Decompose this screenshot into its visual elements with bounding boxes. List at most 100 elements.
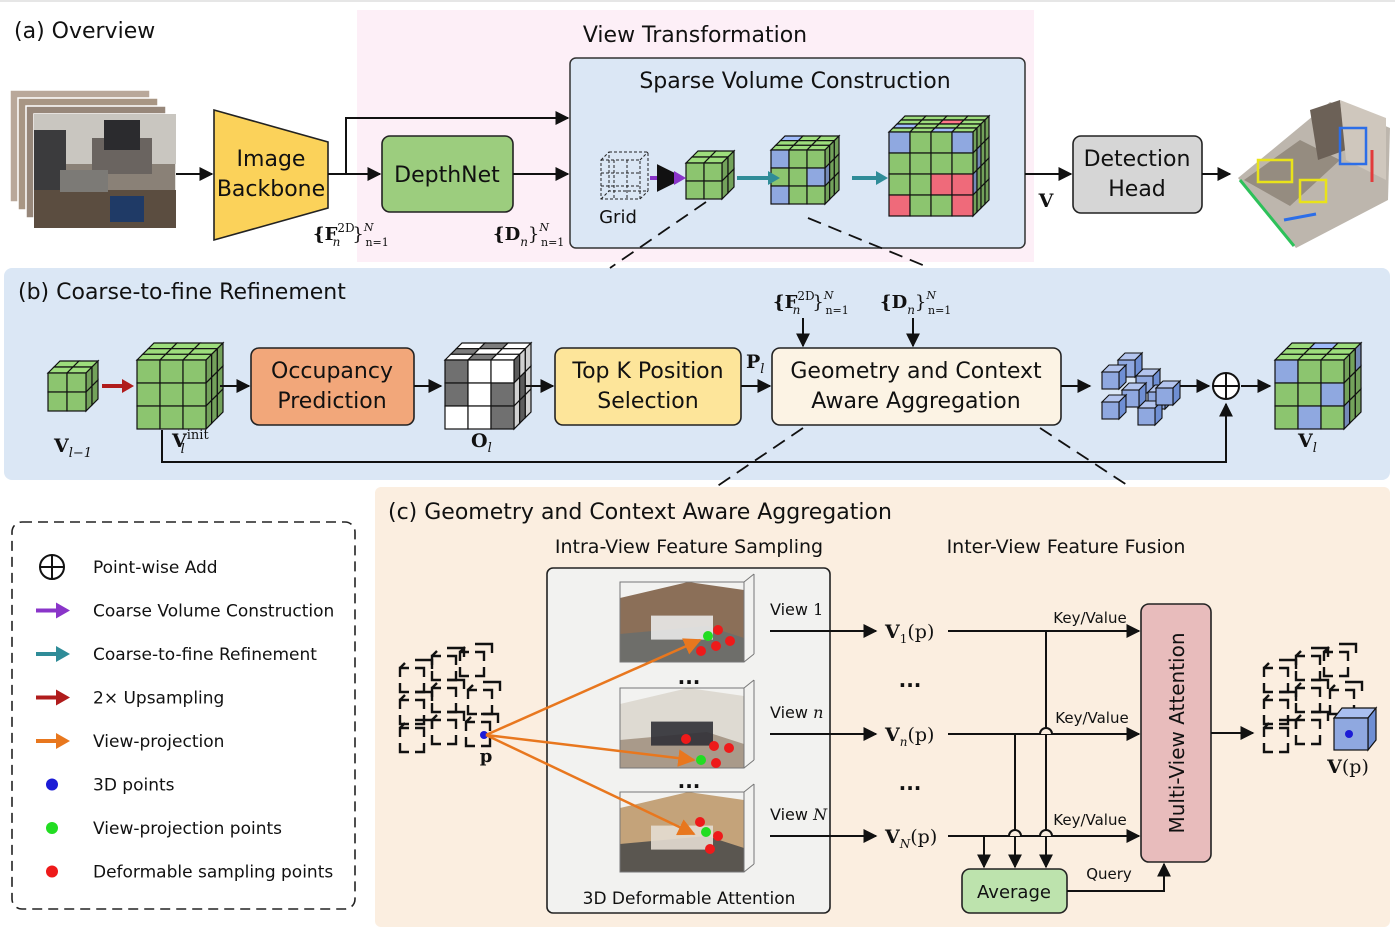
deformable-attention-label: 3D Deformable Attention (583, 889, 796, 909)
v-prev-label: Vl−1 (53, 435, 92, 461)
arrow-icon (36, 733, 70, 749)
point-wireframe-right (1262, 642, 1364, 754)
legend-item: View-projection points (46, 819, 282, 839)
voxel-cubes (46, 114, 1363, 431)
sparse-voxel (1154, 379, 1182, 407)
o-l-label: Ol (471, 430, 492, 456)
legend-item: 2× Upsampling (36, 689, 224, 709)
volume-v-label: V (1038, 190, 1055, 212)
refinement-arrows (161, 318, 1272, 463)
legend-label: 2× Upsampling (93, 689, 224, 709)
input-images (9, 89, 177, 229)
view-label: View N (770, 805, 828, 824)
dot-icon (46, 778, 58, 791)
legend-label: Point-wise Add (93, 558, 218, 578)
intra-view-title: Intra-View Feature Sampling (555, 536, 823, 558)
gca-label-1: Geometry and Context (790, 359, 1042, 384)
inter-view-title: Inter-View Feature Fusion (947, 536, 1186, 558)
deformable-point (711, 758, 721, 768)
legend-item: 3D points (46, 776, 175, 796)
multi-view-attention-label: Multi-View Attention (1165, 632, 1189, 833)
topk-label-1: Top K Position (571, 359, 723, 384)
legend-label: View-projection points (93, 819, 282, 839)
view-feature-label: VN(p) (884, 826, 937, 851)
view-transformation-title: View Transformation (583, 23, 807, 48)
legend-label: Coarse Volume Construction (93, 602, 334, 622)
legend-item: Coarse Volume Construction (36, 602, 334, 622)
deformable-point (725, 636, 735, 646)
ellipsis-3: ... (899, 668, 922, 692)
legend-item: Coarse-to-fine Refinement (36, 645, 317, 665)
key-value-label-3: Key/Value (1053, 811, 1126, 829)
wire-voxel (458, 642, 494, 678)
voxel-cube-coarse (684, 149, 736, 201)
pointwise-add-icon (1212, 372, 1240, 400)
overview-arrows (176, 111, 1232, 181)
legend-box (11, 521, 356, 910)
deformable-point (681, 734, 691, 744)
oplus-icon (39, 554, 65, 580)
sparse-voxels (1100, 351, 1182, 427)
arrow-icon (36, 689, 70, 706)
output-vp-label: V(p) (1326, 756, 1369, 778)
view-row: View n Vn(p) (770, 703, 934, 749)
projection-point (703, 631, 713, 641)
topk-label-2: Selection (597, 389, 698, 414)
projection-arrows (485, 638, 702, 836)
image-backbone-label-1: Image (237, 147, 306, 172)
grid-label: Grid (599, 207, 637, 228)
ellipsis-4: ... (899, 771, 922, 795)
legend-item: Point-wise Add (39, 554, 218, 580)
view-label: View 1 (770, 600, 823, 619)
occupancy-label-2: Prediction (277, 389, 386, 414)
detected-scene (1238, 100, 1390, 248)
average-label: Average (977, 882, 1051, 903)
voxel-cube-v-prev (46, 359, 100, 413)
wire-crossings (1008, 727, 1053, 837)
voxel-cube-mid (769, 134, 841, 206)
projection-point (701, 827, 711, 837)
gca-label-2: Aware Aggregation (811, 389, 1020, 414)
deformable-point (724, 743, 734, 753)
refinement-title: (b) Coarse-to-fine Refinement (18, 280, 346, 305)
wire-voxel (430, 710, 466, 746)
sparse-voxel (1100, 363, 1128, 391)
occupancy-label-1: Occupancy (271, 359, 393, 384)
key-value-label-2: Key/Value (1055, 709, 1128, 727)
deformable-point (709, 741, 719, 751)
view-label: View n (770, 703, 823, 722)
view-frame (619, 573, 755, 663)
view-rows: View 1 V1(p) View n Vn(p) View N VN(p) (770, 600, 937, 851)
aggregation-title: (c) Geometry and Context Aware Aggregati… (388, 500, 892, 525)
key-value-label-1: Key/Value (1053, 609, 1126, 627)
view-feature-label: V1(p) (884, 621, 934, 646)
legend-label: Deformable sampling points (93, 863, 333, 883)
image-backbone-label-2: Backbone (217, 177, 325, 202)
p-l-label: Pl (746, 351, 764, 377)
view-feature-label: Vn(p) (884, 724, 934, 749)
voxel-cube-v-l (1273, 341, 1363, 431)
voxel-cube-v-init (135, 341, 225, 431)
legend-item: View-projection (36, 732, 224, 752)
purple-arrowhead (674, 171, 686, 185)
dot-icon (46, 865, 58, 878)
deformable-point (695, 817, 705, 827)
arrow-icon (36, 646, 70, 662)
image-backbone-block (213, 108, 329, 242)
sparse-volume-title: Sparse Volume Construction (639, 69, 950, 94)
teal-arrowhead-2 (876, 171, 888, 185)
grid-wireframe (600, 151, 649, 200)
aggregation-panel (375, 487, 1390, 927)
deformable-point (711, 641, 721, 651)
wire-voxel (398, 718, 434, 754)
detection-head-label-1: Detection (1084, 147, 1191, 172)
point-3d-marker (480, 731, 488, 739)
deformable-point (705, 844, 715, 854)
wire-voxel (1322, 642, 1358, 678)
